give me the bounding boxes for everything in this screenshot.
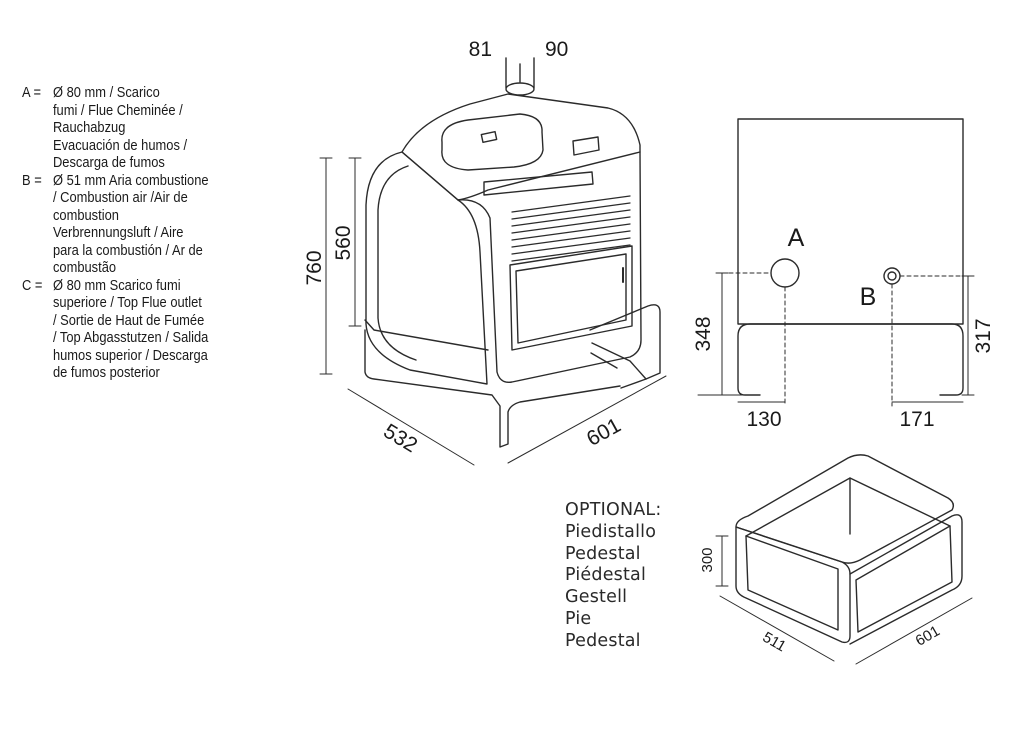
stove-front-door bbox=[509, 245, 633, 351]
pedestal-front-frame bbox=[735, 526, 851, 644]
pedestal-3d-view: 300 511 601 bbox=[699, 454, 973, 665]
stove-top-cover bbox=[441, 113, 544, 171]
dim-height-760: 760 bbox=[303, 250, 326, 285]
dim-a-offset-130: 130 bbox=[746, 408, 781, 431]
dim-pedestal-width-601: 601 bbox=[913, 622, 943, 649]
rear-body bbox=[737, 118, 964, 325]
legend-line: Ø 80 mm Scarico fumi bbox=[52, 276, 181, 294]
rear-view: A B 348 317 130 171 bbox=[692, 118, 995, 431]
legend-line: combustion bbox=[52, 206, 119, 224]
pedestal-label-de: Gestell bbox=[565, 587, 628, 608]
legend-line: Ø 51 mm Aria combustione bbox=[52, 171, 209, 189]
pedestal-label-es: Pie bbox=[565, 608, 592, 629]
optional-heading: OPTIONAL: bbox=[565, 500, 662, 520]
stove-top-surface bbox=[401, 93, 641, 201]
legend-line: / Top Abgasstutzen / Salida bbox=[52, 329, 209, 346]
label-a: A bbox=[788, 224, 805, 252]
legend-line: superiore / Top Flue outlet bbox=[52, 294, 202, 311]
stove-side-panel bbox=[365, 151, 488, 385]
flue-outlet-top bbox=[505, 82, 535, 96]
stove-front-vents bbox=[511, 195, 631, 262]
legend-line: de fumos posterior bbox=[52, 364, 160, 381]
dim-b-height-317: 317 bbox=[972, 318, 995, 353]
rear-dimension-lines bbox=[697, 272, 975, 407]
dim-width-601: 601 bbox=[583, 414, 625, 451]
legend-line: combustão bbox=[52, 259, 117, 276]
dim-flue-90: 90 bbox=[545, 38, 568, 61]
dim-depth-532: 532 bbox=[379, 420, 421, 458]
rear-pedestal bbox=[737, 323, 964, 396]
dim-flue-81: 81 bbox=[469, 38, 492, 61]
legend-line: / Combustion air /Air de bbox=[52, 189, 188, 206]
pedestal-right-frame bbox=[849, 514, 963, 645]
stove-pedestal-inner bbox=[590, 342, 647, 389]
dim-b-offset-171: 171 bbox=[899, 408, 934, 431]
stove-pedestal-front bbox=[364, 329, 621, 448]
legend-line: Rauchabzug bbox=[52, 119, 126, 136]
legend-line: / Sortie de Haut de Fumée bbox=[52, 311, 205, 329]
optional-pedestal-caption: OPTIONAL: Piedistallo Pedestal Piédestal… bbox=[565, 500, 661, 653]
stove-3d-view: 81 90 760 560 532 601 bbox=[303, 38, 667, 466]
stove-top-grille bbox=[483, 171, 594, 196]
legend-key: A = bbox=[22, 84, 42, 101]
flue-pipe bbox=[505, 57, 535, 89]
legend-line: humos superior / Descarga bbox=[52, 346, 208, 364]
outlet-b-circle-inner bbox=[887, 271, 897, 281]
legend-line: Ø 80 mm / Scarico bbox=[52, 84, 160, 101]
stove-front-face bbox=[457, 151, 642, 383]
legend-line: Evacuación de humos / bbox=[52, 136, 188, 154]
pedestal-label-en: Pedestal bbox=[565, 543, 641, 564]
dim-pedestal-height-300: 300 bbox=[699, 547, 716, 572]
outlet-b-circle-outer bbox=[883, 267, 901, 285]
pedestal-inner-back bbox=[745, 477, 951, 537]
legend-line: Descarga de fumos bbox=[52, 154, 165, 171]
outlet-a-circle bbox=[770, 258, 800, 288]
stove-dimension-lines bbox=[319, 157, 667, 466]
stove-pedestal-top-edge bbox=[364, 319, 489, 351]
stove-front-glass bbox=[515, 253, 627, 344]
legend-key: C = bbox=[22, 276, 43, 294]
stove-pedestal-back-bar bbox=[589, 304, 661, 380]
pedestal-label-pt: Pedestal bbox=[565, 630, 641, 651]
stove-top-slot bbox=[572, 136, 600, 156]
legend-key: B = bbox=[22, 171, 42, 189]
pedestal-dimension-lines bbox=[715, 535, 973, 665]
legend-line: Verbrennungsluft / Aire bbox=[52, 224, 184, 241]
dim-height-560: 560 bbox=[332, 225, 355, 260]
pedestal-right-opening bbox=[855, 525, 953, 633]
legend-item: B = Ø 51 mm Aria combustione/ Combustion … bbox=[22, 172, 247, 277]
legend-line: para la combustión / Ar de bbox=[52, 241, 203, 259]
pedestal-top bbox=[735, 454, 955, 564]
legend-line: fumi / Flue Cheminée / bbox=[52, 101, 183, 119]
pedestal-label-it: Piedistallo bbox=[565, 521, 657, 542]
label-b: B bbox=[860, 283, 877, 311]
stove-side-panel-inner bbox=[377, 165, 417, 361]
dim-a-height-348: 348 bbox=[692, 316, 715, 351]
pedestal-label-fr: Piédestal bbox=[565, 565, 647, 586]
pedestal-front-opening bbox=[745, 535, 839, 631]
stove-top-knob bbox=[480, 130, 498, 144]
